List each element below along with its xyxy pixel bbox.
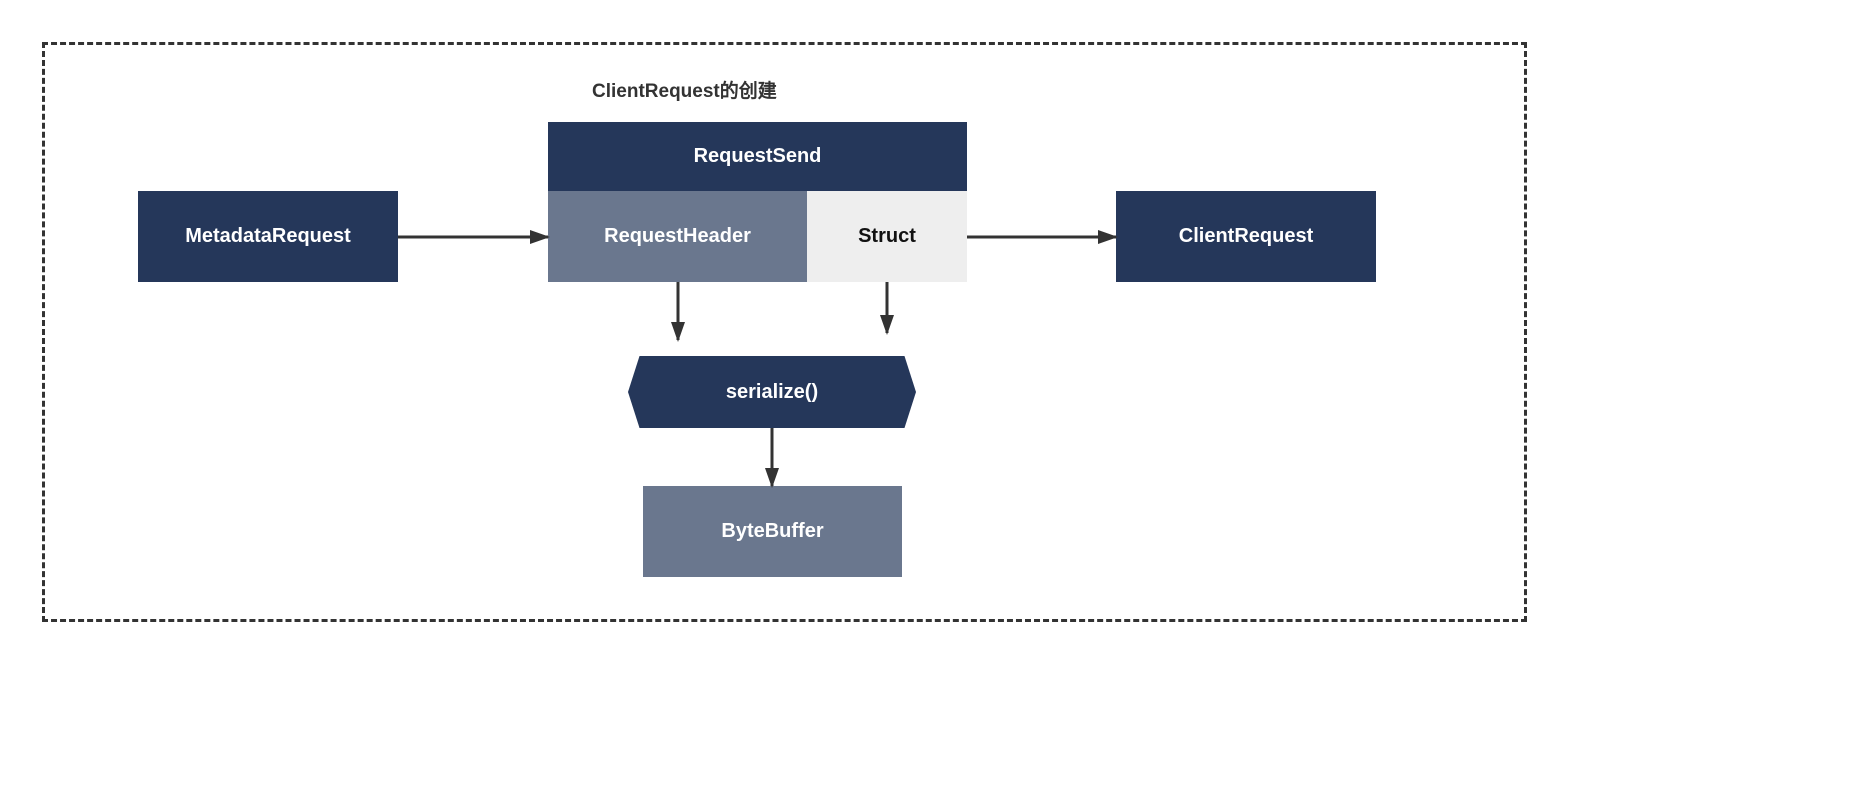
request-header-node: RequestHeader <box>548 191 807 282</box>
request-send-node: RequestSend <box>548 122 967 191</box>
diagram-title: ClientRequest的创建 <box>592 81 777 102</box>
serialize-node: serialize() <box>628 356 916 428</box>
metadata-request-node: MetadataRequest <box>138 191 398 282</box>
client-request-node: ClientRequest <box>1116 191 1376 282</box>
diagram-frame <box>42 42 1527 622</box>
struct-node: Struct <box>807 191 967 282</box>
byte-buffer-node: ByteBuffer <box>643 486 902 577</box>
